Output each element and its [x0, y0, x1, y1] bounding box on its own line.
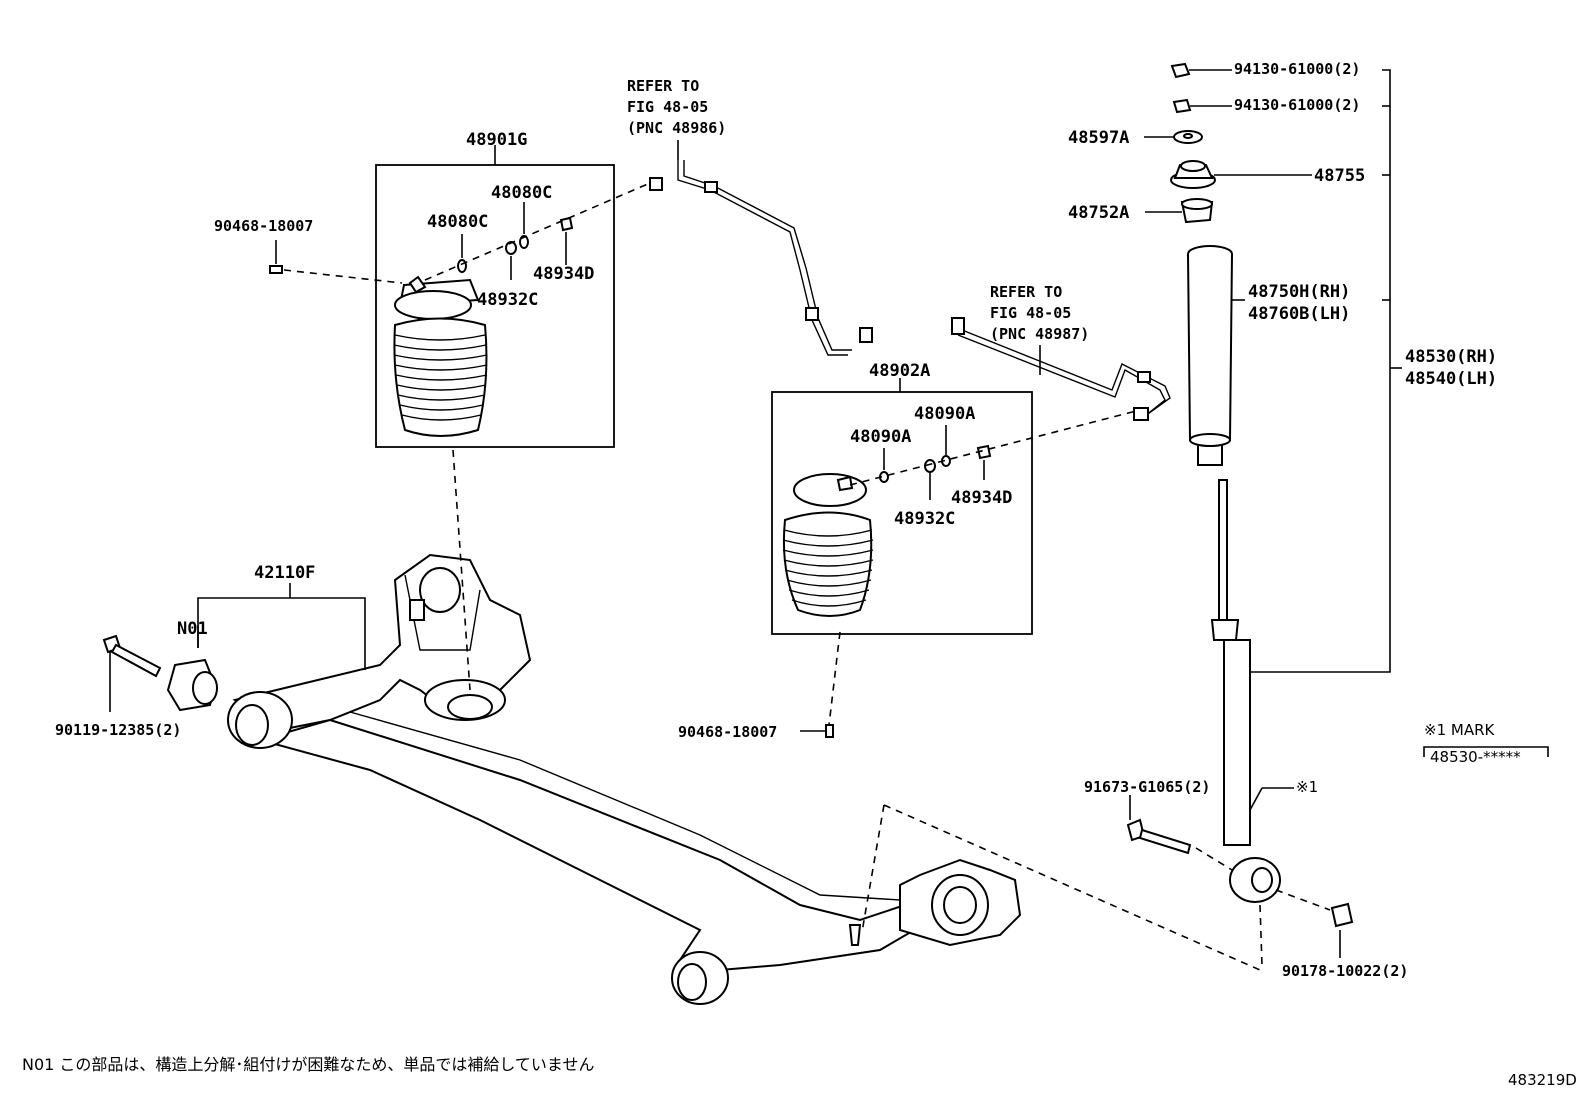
- label-91673: 91673-G1065(2): [1084, 778, 1210, 796]
- insulator-48752A-icon: [1180, 198, 1214, 224]
- mark-box-title: ※1 MARK: [1424, 721, 1496, 739]
- label-48902A: 48902A: [869, 361, 930, 381]
- label-48750H: 48750H(RH): [1248, 282, 1350, 302]
- axle-beam-icon: [227, 553, 1022, 1005]
- air-pipe-left-icon: [649, 140, 873, 356]
- nut-94130-icon-a: [1170, 62, 1191, 79]
- clip-48934D-icon: [559, 216, 574, 232]
- label-N01: N01: [177, 619, 208, 639]
- label-48755: 48755: [1314, 166, 1365, 186]
- refer-right-line-2: FIG 48-05: [990, 304, 1071, 322]
- shock-absorber-icon: [1210, 479, 1281, 903]
- label-48934D-b: 48934D: [951, 488, 1012, 508]
- gasket-48932C-icon: [505, 241, 517, 255]
- bolt-90468-top-icon: [269, 240, 403, 284]
- nut-90178-icon: [1330, 902, 1354, 928]
- leader-mid-to-shock: [883, 804, 1261, 971]
- refer-right-line-1: REFER TO: [990, 283, 1062, 301]
- label-90119: 90119-12385(2): [55, 721, 181, 739]
- bump-boot-icon: [1187, 245, 1233, 466]
- nut-94130-icon-b: [1172, 98, 1192, 114]
- label-48752A: 48752A: [1068, 203, 1129, 223]
- label-90178: 90178-10022(2): [1282, 962, 1408, 980]
- shock-absorber-group: [1126, 62, 1402, 966]
- label-48080C-a: 48080C: [427, 212, 488, 232]
- air-spring-right-icon: [782, 473, 874, 617]
- label-48597A: 48597A: [1068, 128, 1129, 148]
- label-94130-b: 94130-61000(2): [1234, 96, 1360, 114]
- label-48530: 48530(RH): [1405, 347, 1497, 367]
- bolt-90119-icon: [102, 634, 162, 712]
- refer-right-line-3: (PNC 48987): [990, 325, 1089, 343]
- air-spring-right-group: [771, 378, 1141, 635]
- label-48932C-b: 48932C: [894, 509, 955, 529]
- leader-air-spring-left-to-axle: [452, 449, 471, 691]
- clip-48934D-right-icon: [976, 444, 992, 460]
- mark-box: [1423, 746, 1549, 757]
- label-90468-mid: 90468-18007: [678, 723, 777, 741]
- refer-left-line-1: REFER TO: [627, 77, 699, 95]
- figure-id: 483219D: [1508, 1071, 1577, 1089]
- label-94130-a: 94130-61000(2): [1234, 60, 1360, 78]
- label-48760B: 48760B(LH): [1248, 304, 1350, 324]
- oring-48080C-icon: [457, 259, 467, 273]
- bolt-90468-mid-icon: [800, 631, 841, 738]
- refer-left-line-2: FIG 48-05: [627, 98, 708, 116]
- label-48090A-b: 48090A: [914, 404, 975, 424]
- air-pipe-right-icon: [951, 317, 1171, 421]
- air-spring-left-icon: [393, 275, 488, 437]
- label-48090A-a: 48090A: [850, 427, 911, 447]
- footnote: N01 この部品は、構造上分解･組付けが困難なため、単品では補給していません: [22, 1055, 594, 1074]
- label-48901G: 48901G: [466, 130, 527, 150]
- label-48932C-a: 48932C: [477, 290, 538, 310]
- label-48934D-a: 48934D: [533, 264, 594, 284]
- label-90468-top: 90468-18007: [214, 217, 313, 235]
- leader-mid-to-axle: [861, 804, 885, 933]
- label-48080C-b: 48080C: [491, 183, 552, 203]
- bushing-N01-icon: [166, 658, 218, 712]
- air-spring-right-box: [771, 391, 1033, 635]
- air-spring-left-group: [375, 145, 651, 448]
- bracket-42110F: [197, 583, 366, 670]
- refer-left-line-3: (PNC 48986): [627, 119, 726, 137]
- label-mark-1: ※1: [1296, 778, 1318, 796]
- label-48540: 48540(LH): [1405, 369, 1497, 389]
- support-48755-icon: [1170, 160, 1216, 189]
- label-42110F: 42110F: [254, 563, 315, 583]
- mark-box-value: 48530-*****: [1430, 748, 1521, 766]
